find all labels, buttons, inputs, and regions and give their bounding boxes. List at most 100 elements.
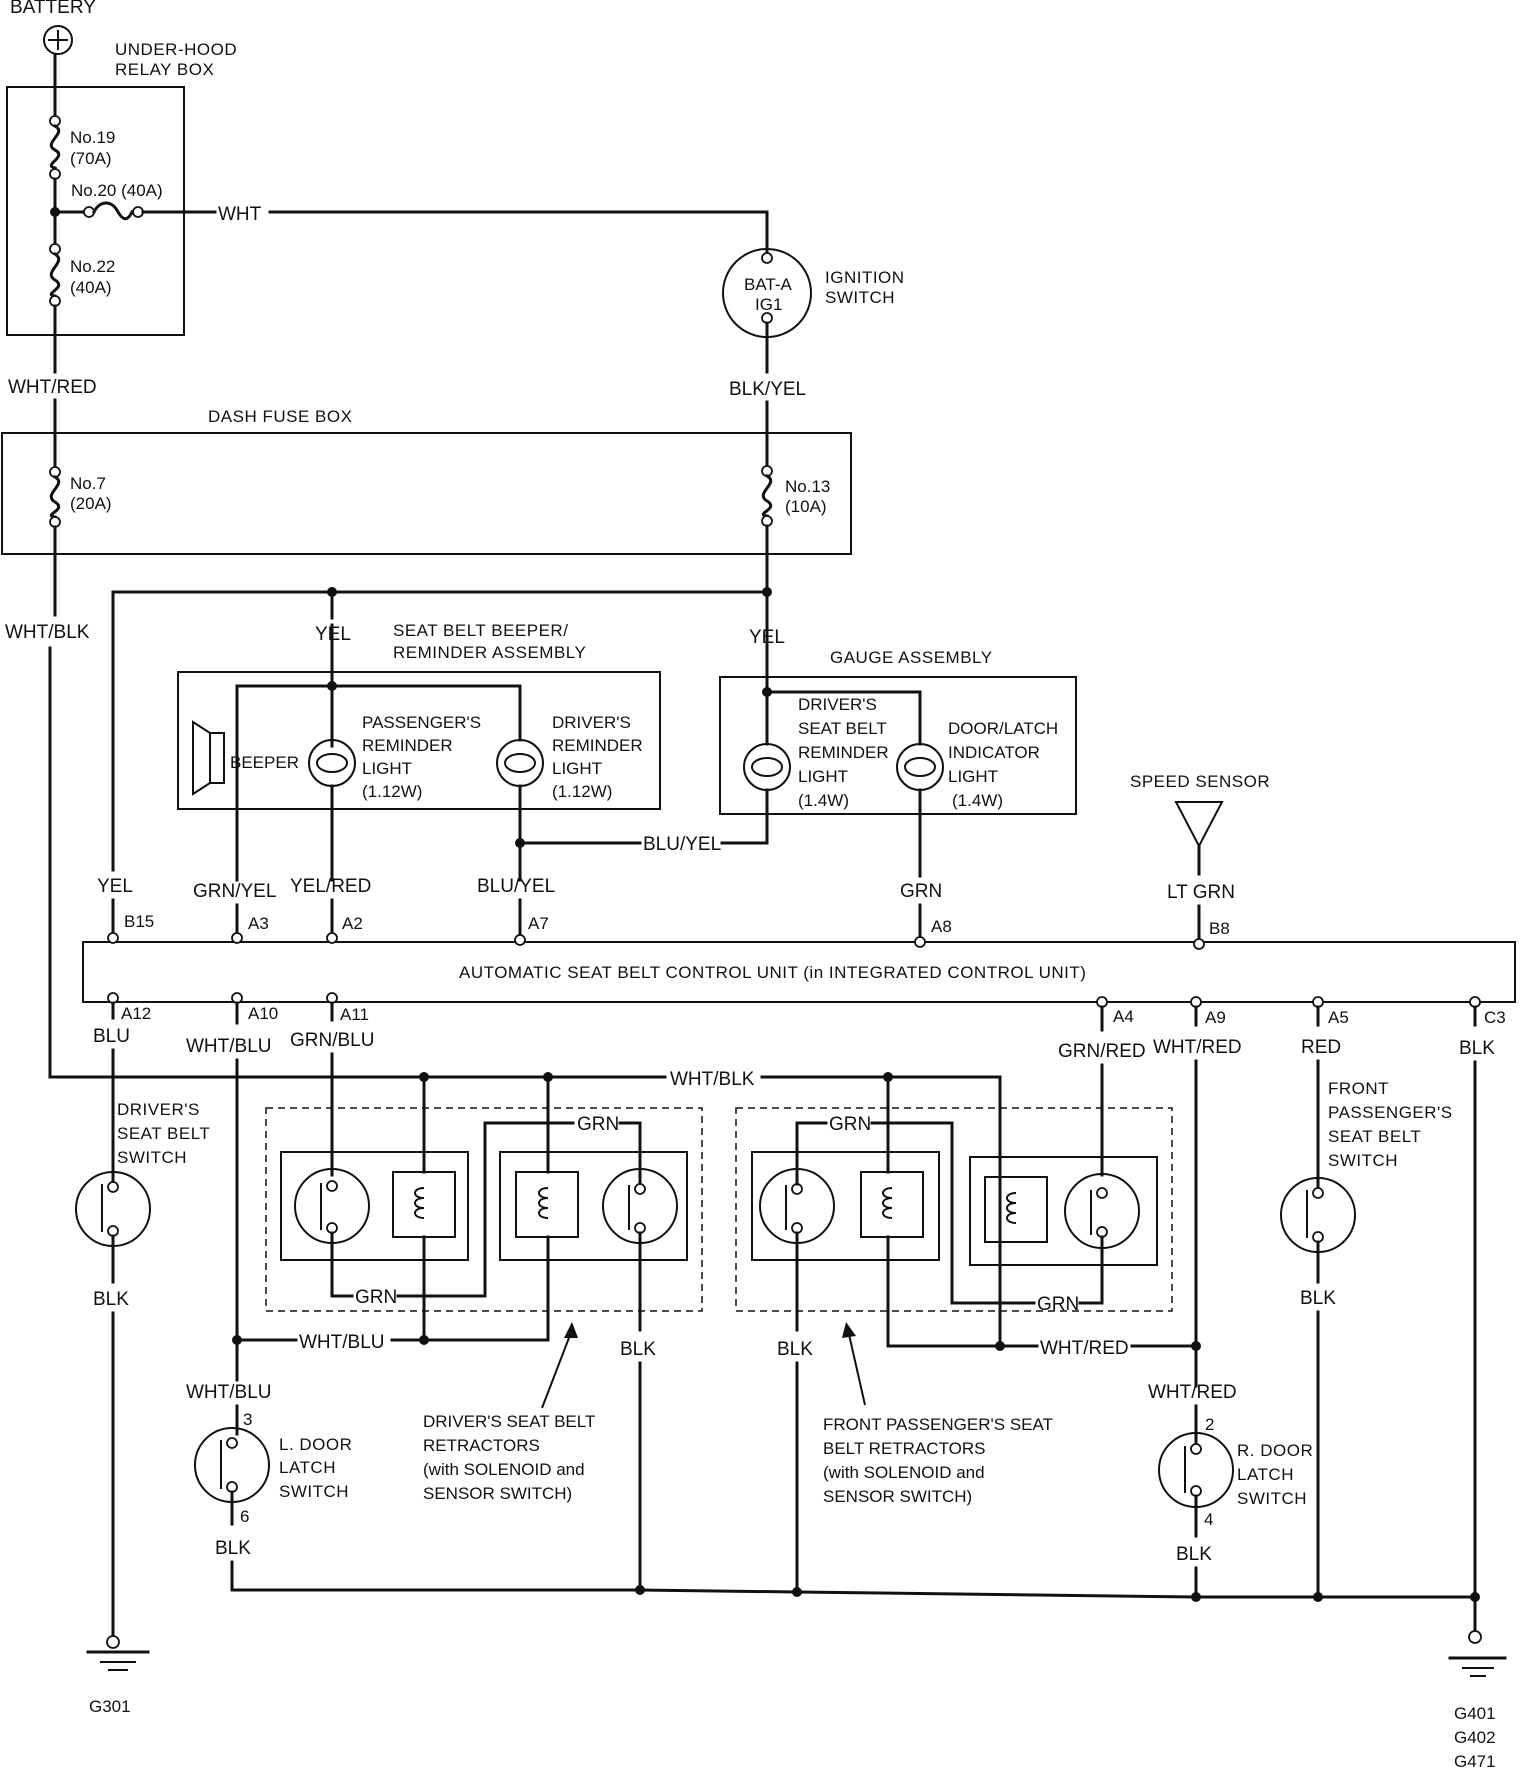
svg-text:PASSENGER'S: PASSENGER'S — [362, 713, 481, 732]
battery-label: BATTERY — [10, 0, 96, 18]
svg-text:PASSENGER'S: PASSENGER'S — [1328, 1103, 1453, 1122]
svg-text:No.22: No.22 — [70, 257, 115, 276]
svg-text:DRIVER'S SEAT BELT: DRIVER'S SEAT BELT — [423, 1412, 595, 1431]
wire-blk-drv-sw: BLK — [93, 1289, 129, 1310]
wire-wht-blu-1: WHT/BLU — [186, 1036, 272, 1057]
ignition-switch: BAT-A IG1 IGNITION SWITCH — [722, 248, 905, 338]
svg-text:BAT-A: BAT-A — [744, 275, 793, 294]
svg-text:LIGHT: LIGHT — [362, 759, 412, 778]
svg-text:(10A): (10A) — [785, 497, 827, 516]
relay-box-label-1: UNDER-HOOD — [115, 40, 237, 59]
wire-blu-yel-1: BLU/YEL — [643, 834, 721, 855]
svg-text:A7: A7 — [528, 914, 549, 933]
wire-blk-drv-retr: BLK — [620, 1339, 656, 1360]
wire-blk-fp-retr: BLK — [777, 1339, 813, 1360]
svg-text:LATCH: LATCH — [1237, 1465, 1294, 1484]
dash-fuse-box — [1, 432, 852, 555]
speed-sensor: SPEED SENSOR — [1130, 772, 1270, 849]
wire-blk-fp-sw: BLK — [1300, 1288, 1336, 1309]
fuse-20: No.20 (40A) — [53, 181, 217, 221]
wire-yel-3: YEL — [97, 876, 133, 897]
drivers-outer-solenoid-coil-icon — [392, 1171, 456, 1238]
svg-text:REMINDER ASSEMBLY: REMINDER ASSEMBLY — [393, 643, 586, 662]
wire-blk-ldoor: BLK — [215, 1538, 251, 1559]
svg-text:IGNITION: IGNITION — [825, 268, 905, 287]
svg-text:SENSOR SWITCH): SENSOR SWITCH) — [823, 1487, 972, 1506]
svg-text:DRIVER'S: DRIVER'S — [552, 713, 631, 732]
drivers-seat-belt-retractors — [265, 1107, 703, 1312]
svg-text:BEEPER: BEEPER — [230, 753, 299, 772]
wire-wht-red-a9: WHT/RED — [1153, 1037, 1242, 1058]
svg-text:FRONT PASSENGER'S SEAT: FRONT PASSENGER'S SEAT — [823, 1415, 1053, 1434]
automatic-seat-belt-control-unit — [82, 941, 1516, 1003]
svg-text:GAUGE ASSEMBLY: GAUGE ASSEMBLY — [830, 648, 993, 667]
svg-text:3: 3 — [243, 1410, 252, 1429]
svg-text:SWITCH: SWITCH — [117, 1148, 187, 1167]
svg-text:2: 2 — [1205, 1415, 1214, 1434]
wire-grn-blu: GRN/BLU — [290, 1030, 374, 1051]
svg-text:FRONT: FRONT — [1328, 1079, 1389, 1098]
svg-text:LIGHT: LIGHT — [552, 759, 602, 778]
front-passengers-seat-belt-switch: FRONT PASSENGER'S SEAT BELT SWITCH — [1280, 1079, 1453, 1253]
svg-text:INDICATOR: INDICATOR — [948, 743, 1040, 762]
wire-grn-fp-1: GRN — [829, 1114, 871, 1135]
svg-text:LIGHT: LIGHT — [948, 767, 998, 786]
ground-g301-label: G301 — [89, 1697, 131, 1716]
drivers-retractors-pointer-arrow — [541, 1322, 578, 1409]
svg-text:A10: A10 — [248, 1004, 278, 1023]
wire-grn-red: GRN/RED — [1058, 1041, 1146, 1062]
svg-text:(with SOLENOID and: (with SOLENOID and — [423, 1460, 585, 1479]
passengers-retractors-pointer-arrow — [842, 1322, 866, 1406]
beeper-speaker-icon: BEEPER — [192, 720, 299, 796]
control-unit-top-pins: B15 A3 A2 A7 A8 B8 — [107, 912, 1230, 950]
svg-text:6: 6 — [240, 1507, 249, 1526]
svg-text:No.20 (40A): No.20 (40A) — [71, 181, 163, 200]
svg-text:SENSOR SWITCH): SENSOR SWITCH) — [423, 1484, 572, 1503]
wire-blu-yel-2: BLU/YEL — [477, 876, 555, 897]
wire-blk-yel: BLK/YEL — [729, 379, 806, 400]
svg-text:SWITCH: SWITCH — [279, 1482, 349, 1501]
passengers-outer-retractor — [969, 1156, 1158, 1266]
wire-wht-blk-left: WHT/BLK — [5, 622, 90, 643]
svg-text:A9: A9 — [1205, 1008, 1226, 1027]
wire-wht-red-top: WHT/RED — [8, 377, 97, 398]
wire-grn-gauge: GRN — [900, 881, 942, 902]
fuse-13: No.13 (10A) — [761, 465, 830, 527]
svg-text:(1.12W): (1.12W) — [362, 782, 422, 801]
r-door-latch-switch: R. DOOR LATCH SWITCH — [1158, 1432, 1313, 1508]
svg-text:SWITCH: SWITCH — [1328, 1151, 1398, 1170]
wire-wht-blk-mid: WHT/BLK — [670, 1069, 755, 1090]
ground-g401-icon — [1448, 1630, 1507, 1677]
svg-text:G402: G402 — [1454, 1728, 1496, 1747]
relay-box-label-2: RELAY BOX — [115, 60, 214, 79]
wire-grn-drv-1: GRN — [355, 1287, 397, 1308]
drivers-inner-retractor — [499, 1151, 688, 1261]
svg-text:A2: A2 — [342, 914, 363, 933]
fuse-22: No.22 (40A) — [49, 243, 115, 307]
svg-text:4: 4 — [1204, 1510, 1213, 1529]
svg-text:BELT RETRACTORS: BELT RETRACTORS — [823, 1439, 985, 1458]
wire-blu: BLU — [93, 1026, 130, 1047]
svg-text:(20A): (20A) — [70, 494, 112, 513]
seat-belt-beeper-reminder-assembly — [177, 671, 661, 810]
svg-text:RETRACTORS: RETRACTORS — [423, 1436, 540, 1455]
svg-text:B8: B8 — [1209, 919, 1230, 938]
svg-text:SWITCH: SWITCH — [825, 288, 895, 307]
drivers-outer-retractor — [280, 1151, 469, 1261]
svg-text:No.19: No.19 — [70, 128, 115, 147]
wire-blk-rdoor: BLK — [1176, 1544, 1212, 1565]
svg-text:C3: C3 — [1484, 1008, 1506, 1027]
svg-text:No.7: No.7 — [70, 474, 106, 493]
svg-text:LATCH: LATCH — [279, 1458, 336, 1477]
svg-text:AUTOMATIC SEAT BELT CONTROL UN: AUTOMATIC SEAT BELT CONTROL UNIT (in INT… — [459, 963, 1086, 982]
passengers-outer-solenoid-coil-icon — [984, 1176, 1048, 1243]
wire-lt-grn: LT GRN — [1167, 882, 1235, 903]
wire-red: RED — [1301, 1037, 1341, 1058]
wire-wht-blu-2: WHT/BLU — [299, 1332, 385, 1353]
svg-text:LIGHT: LIGHT — [798, 767, 848, 786]
svg-text:SEAT BELT: SEAT BELT — [798, 719, 887, 738]
fuse-7: No.7 (20A) — [49, 466, 112, 528]
svg-text:SEAT BELT BEEPER/: SEAT BELT BEEPER/ — [393, 621, 568, 640]
wire-wht: WHT — [218, 204, 262, 225]
